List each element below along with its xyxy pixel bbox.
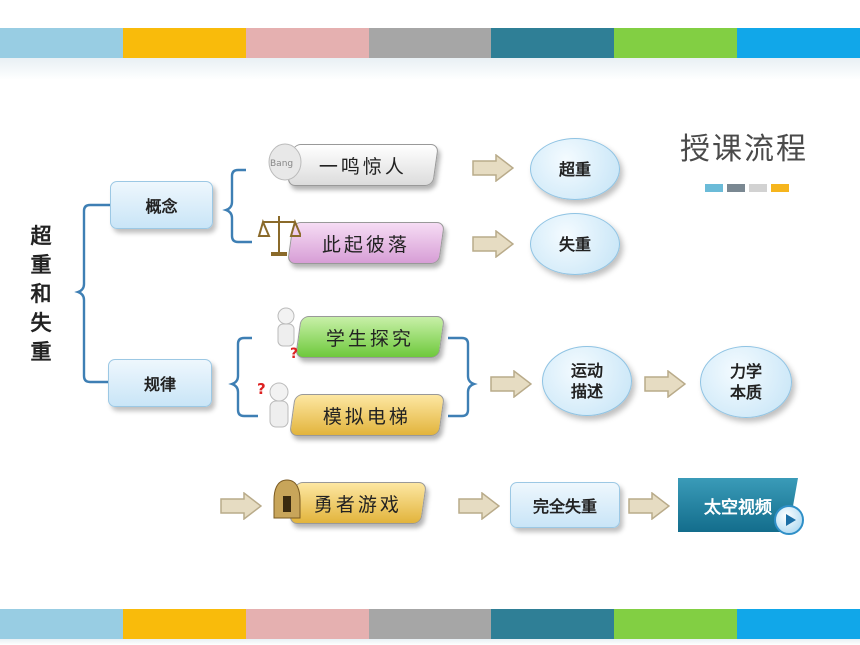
- concept-box[interactable]: 概念: [110, 181, 213, 229]
- arrow-right-icon: [472, 230, 514, 258]
- arrow-right-icon: [644, 370, 686, 398]
- svg-text:?: ?: [290, 346, 298, 358]
- pill-2-label: 此起彼落: [321, 233, 410, 256]
- result-2-label: 失重: [558, 234, 591, 254]
- pill-3-label: 学生探究: [325, 327, 414, 350]
- arrow-right-icon: [472, 154, 514, 182]
- page-heading: 授课流程: [680, 132, 808, 167]
- stripe-segment: [368, 609, 492, 639]
- main-title: 超 重 和 失 重: [24, 222, 58, 367]
- result-1-label: 超重: [558, 159, 591, 179]
- complete-weightlessness-box[interactable]: 完全失重: [510, 482, 620, 528]
- law-label: 规律: [143, 375, 176, 394]
- swatch: [727, 184, 745, 192]
- scale-icon: [257, 210, 303, 258]
- bang-text: Bang: [270, 159, 293, 169]
- activity-pill-5[interactable]: 勇者游戏: [289, 482, 427, 524]
- result-circle-1[interactable]: 超重: [530, 138, 620, 200]
- motion-line-2: 描述: [570, 382, 603, 401]
- arrow-right-icon: [628, 492, 670, 520]
- title-char: 重: [30, 253, 52, 277]
- mechanics-line-1: 力学: [729, 362, 762, 381]
- heading-swatches: [705, 184, 789, 192]
- stripe-segment: [0, 609, 123, 639]
- title-char: 重: [30, 340, 52, 364]
- play-icon[interactable]: [774, 505, 804, 535]
- title-char: 超: [30, 224, 52, 248]
- mechanics-line-2: 本质: [729, 383, 762, 402]
- mechanics-circle[interactable]: 力学 本质: [700, 346, 792, 418]
- question-figure-icon: ?: [255, 376, 295, 432]
- stripe-segment: [245, 609, 369, 639]
- swatch: [771, 184, 789, 192]
- stripe-segment: [122, 28, 246, 58]
- law-box[interactable]: 规律: [108, 359, 212, 407]
- activity-pill-1[interactable]: 一鸣惊人: [287, 144, 439, 186]
- space-video-box[interactable]: 太空视频: [678, 478, 798, 532]
- bang-sticker-icon: Bang: [268, 142, 302, 182]
- top-stripe-shadow: [0, 58, 860, 80]
- stripe-segment: [491, 609, 615, 639]
- stripe-segment: [0, 28, 123, 58]
- space-video-label: 太空视频: [704, 497, 772, 518]
- arrow-right-icon: [458, 492, 500, 520]
- pill-1-label: 一鸣惊人: [318, 155, 407, 178]
- stripe-segment: [122, 609, 246, 639]
- stripe-segment: [368, 28, 492, 58]
- motion-circle[interactable]: 运动 描述: [542, 346, 632, 416]
- result-circle-2[interactable]: 失重: [530, 213, 620, 275]
- stripe-segment: [245, 28, 369, 58]
- arrow-right-icon: [490, 370, 532, 398]
- stripe-segment: [737, 609, 860, 639]
- bottom-stripe-shadow: [0, 639, 860, 645]
- swatch: [705, 184, 723, 192]
- complete-weightlessness-label: 完全失重: [532, 497, 597, 516]
- stripe-segment: [491, 28, 615, 58]
- top-color-stripe: [0, 28, 860, 58]
- pill-4-label: 模拟电梯: [322, 405, 411, 428]
- swatch: [749, 184, 767, 192]
- helmet-icon: [272, 478, 302, 524]
- stripe-segment: [737, 28, 860, 58]
- bottom-color-stripe: [0, 609, 860, 639]
- title-char: 失: [30, 311, 52, 335]
- concept-label: 概念: [145, 197, 178, 216]
- activity-pill-4[interactable]: 模拟电梯: [289, 394, 445, 436]
- activity-pill-2[interactable]: 此起彼落: [287, 222, 445, 264]
- stripe-segment: [614, 28, 738, 58]
- motion-line-1: 运动: [570, 361, 603, 380]
- pill-5-label: 勇者游戏: [313, 493, 402, 516]
- researcher-figure-icon: ?: [262, 306, 302, 362]
- stripe-segment: [614, 609, 738, 639]
- title-char: 和: [30, 282, 52, 306]
- activity-pill-3[interactable]: 学生探究: [295, 316, 445, 358]
- svg-text:?: ?: [257, 380, 266, 398]
- arrow-right-icon: [220, 492, 262, 520]
